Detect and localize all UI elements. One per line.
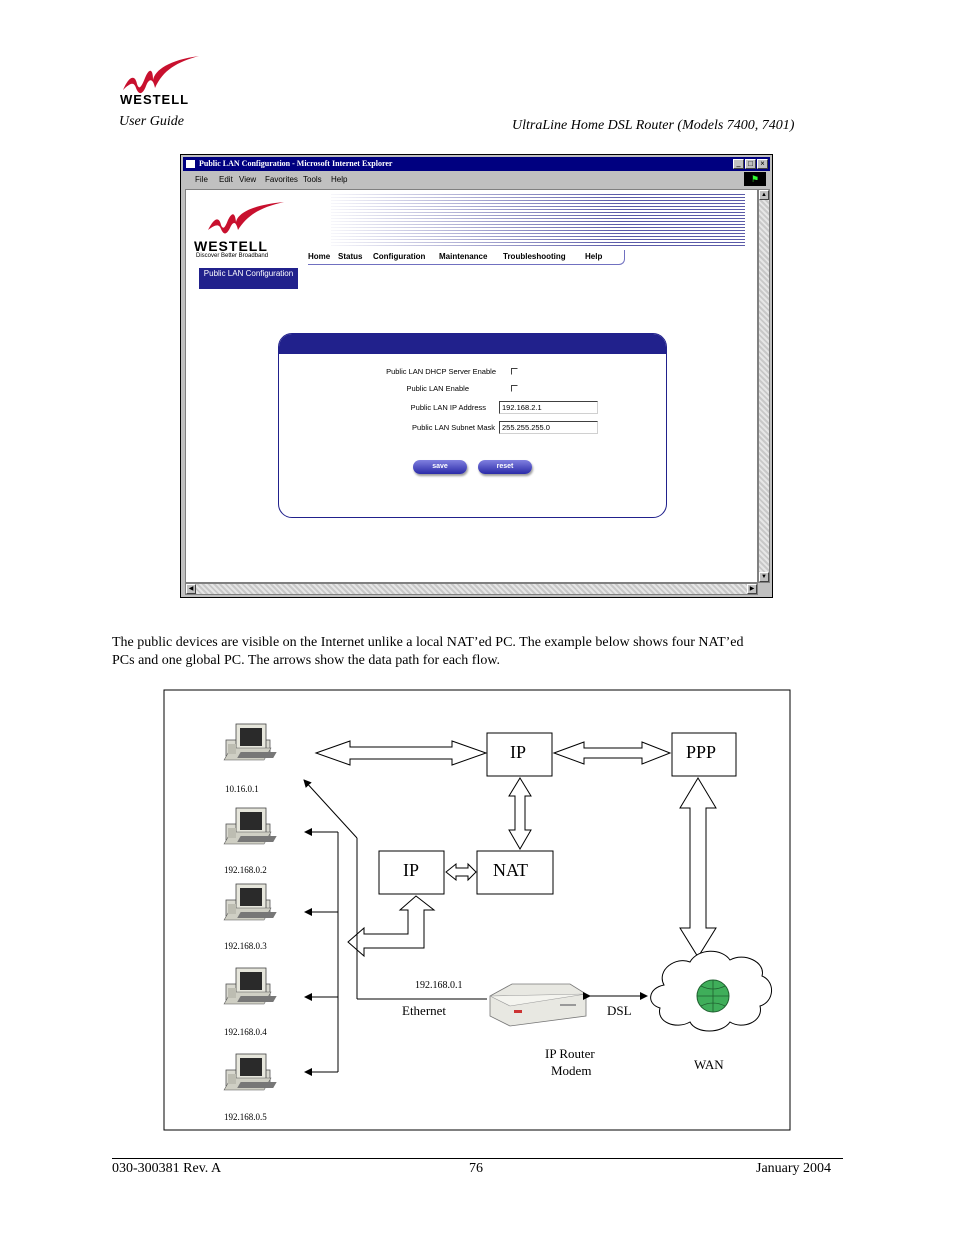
menu-edit[interactable]: Edit (219, 175, 233, 184)
dhcp-enable-checkbox[interactable] (511, 368, 518, 375)
pc-ip-5: 192.168.0.5 (224, 1112, 267, 1122)
menu-favorites[interactable]: Favorites (265, 175, 298, 184)
page-badge: Public LAN Configuration (199, 268, 298, 289)
paragraph-line-1: The public devices are visible on the In… (112, 635, 744, 650)
ethernet-ip-arrow (347, 895, 436, 958)
scroll-up-icon[interactable]: ▲ (759, 190, 769, 200)
router-label-2: Modem (551, 1063, 591, 1078)
pc-ip-2: 192.168.0.2 (224, 865, 267, 875)
pc-icon-2 (223, 807, 278, 845)
nav-troubleshooting[interactable]: Troubleshooting (503, 252, 566, 261)
menu-help[interactable]: Help (331, 175, 348, 184)
westell-brand: WESTELL (194, 238, 268, 254)
nat-label: NAT (493, 860, 528, 880)
ie-app-icon (186, 160, 195, 168)
pc-ip-4: 192.168.0.4 (224, 1027, 267, 1037)
pc-icon-3 (223, 883, 278, 921)
subnet-mask-label: Public LAN Subnet Mask (412, 423, 495, 432)
lan-enable-label: Public LAN Enable (406, 384, 469, 393)
document-title: UltraLine Home DSL Router (Models 7400, … (512, 118, 795, 133)
nav-maintenance[interactable]: Maintenance (439, 252, 488, 261)
paragraph-line-2: PCs and one global PC. The arrows show t… (112, 653, 501, 668)
menu-file[interactable]: File (195, 175, 208, 184)
router-modem-icon (489, 983, 587, 1027)
footer-page-number: 76 (469, 1161, 483, 1176)
ip-left-box (378, 850, 445, 895)
menu-view[interactable]: View (239, 175, 257, 184)
footer-rule (112, 1158, 843, 1159)
minimize-icon[interactable]: _ (733, 159, 744, 169)
brand-name: WESTELL (120, 92, 190, 107)
ip-nat-arrow (508, 777, 532, 850)
lan-enable-checkbox[interactable] (511, 385, 518, 392)
ip-top-box (486, 732, 553, 777)
westell-swoosh-icon (206, 200, 286, 240)
vertical-scrollbar[interactable]: ▲ ▼ (758, 189, 770, 583)
panel-header (279, 334, 666, 354)
pc-ip-1: 10.16.0.1 (225, 784, 259, 794)
ip-address-label: Public LAN IP Address (410, 403, 486, 412)
nav-configuration[interactable]: Configuration (373, 252, 426, 261)
pc-icon-1 (223, 723, 278, 761)
ethernet-label: Ethernet (402, 1003, 446, 1018)
nat-box (476, 850, 554, 895)
ip-left-label: IP (403, 860, 419, 880)
pc-ip-arrow (314, 740, 488, 766)
ie-throbber-icon: ⚑ (744, 172, 766, 186)
reset-button[interactable]: reset (478, 460, 532, 474)
router-label-1: IP Router (545, 1046, 595, 1061)
ppp-label: PPP (686, 742, 716, 762)
browser-window: Public LAN Configuration - Microsoft Int… (180, 154, 773, 598)
ppp-wan-arrow (679, 777, 717, 958)
scroll-right-icon[interactable]: ▶ (747, 584, 757, 594)
dsl-label: DSL (607, 1003, 632, 1018)
wan-label: WAN (694, 1057, 724, 1072)
footer-date: January 2004 (756, 1161, 832, 1176)
nav-home[interactable]: Home (308, 252, 331, 261)
ip-ppp-arrow (552, 741, 672, 765)
dhcp-enable-label: Public LAN DHCP Server Enable (386, 367, 496, 376)
body-paragraph: The public devices are visible on the In… (112, 634, 842, 670)
config-panel: Public LAN DHCP Server Enable Public LAN… (278, 333, 667, 518)
ip-nat-small-arrow (445, 862, 477, 882)
close-icon[interactable]: × (757, 159, 768, 169)
ip-top-label: IP (510, 742, 526, 762)
browser-viewport: WESTELL Discover Better Broadband Home S… (185, 189, 758, 583)
menu-bar: File Edit View Favorites Tools Help ⚑ (183, 172, 770, 188)
nav-bar: Home Status Configuration Maintenance Tr… (308, 250, 625, 265)
pc-ip-3: 192.168.0.3 (224, 941, 267, 951)
horizontal-scrollbar[interactable]: ◀ ▶ (185, 583, 758, 595)
ppp-box (671, 732, 737, 777)
nav-status[interactable]: Status (338, 252, 363, 261)
brand-tagline: Discover Better Broadband (196, 253, 269, 259)
nav-help[interactable]: Help (585, 252, 603, 261)
pc-icon-5 (223, 1053, 278, 1091)
header-stripes (331, 194, 745, 248)
window-title: Public LAN Configuration - Microsoft Int… (199, 159, 393, 168)
save-button[interactable]: save (413, 460, 467, 474)
diagram-frame (163, 689, 791, 1131)
pc-icon-4 (223, 967, 278, 1005)
footer-doc-number: 030-300381 Rev. A (112, 1161, 222, 1176)
maximize-icon[interactable]: □ (745, 159, 756, 169)
ip-address-field[interactable]: 192.168.2.1 (499, 401, 598, 414)
router-ip-label: 192.168.0.1 (415, 980, 463, 991)
scroll-down-icon[interactable]: ▼ (759, 572, 769, 582)
menu-tools[interactable]: Tools (303, 175, 322, 184)
user-guide-label: User Guide (119, 114, 184, 129)
westell-logo (119, 54, 201, 106)
subnet-mask-field[interactable]: 255.255.255.0 (499, 421, 598, 434)
window-titlebar: Public LAN Configuration - Microsoft Int… (183, 157, 770, 171)
scroll-left-icon[interactable]: ◀ (186, 584, 196, 594)
